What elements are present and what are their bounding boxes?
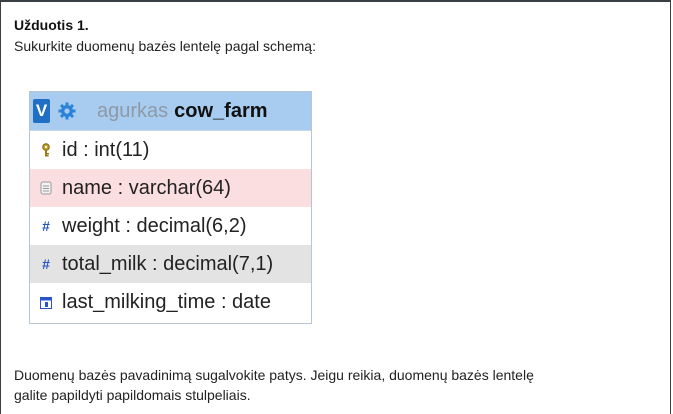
task-note-line-1: Duomenų bazės pavadinimą sugalvokite pat… [14,367,534,383]
gear-icon[interactable] [57,101,77,121]
column-row-id: id : int(11) [30,131,311,169]
task-note: Duomenų bazės pavadinimą sugalvokite pat… [14,365,654,405]
column-row-name: name : varchar(64) [30,169,311,207]
calendar-icon [39,296,53,309]
column-row-last-milking-time: last_milking_time : date [30,283,311,321]
schema-table: V agurkas cow_farm [29,91,312,324]
schema-header[interactable]: V agurkas cow_farm [30,92,311,131]
column-label: weight : decimal(6,2) [62,214,247,237]
column-label: name : varchar(64) [62,176,231,199]
column-row-weight: # weight : decimal(6,2) [30,207,311,245]
table-name: cow_farm [174,99,268,122]
column-label: id : int(11) [62,138,150,161]
task-note-line-2: galite papildyti papildomais stulpeliais… [14,387,251,403]
column-label: last_milking_time : date [62,290,271,313]
text-field-icon [39,181,53,195]
task-title: Užduotis 1. [14,17,89,33]
column-label: total_milk : decimal(7,1) [62,252,274,275]
collapse-badge[interactable]: V [33,99,50,123]
column-row-total-milk: # total_milk : decimal(7,1) [30,245,311,283]
hash-icon: # [42,256,50,272]
hash-icon: # [42,218,50,234]
task-instruction: Sukurkite duomenų bazės lentelę pagal sc… [14,38,316,54]
database-name: agurkas [97,99,169,122]
key-icon [39,143,53,157]
